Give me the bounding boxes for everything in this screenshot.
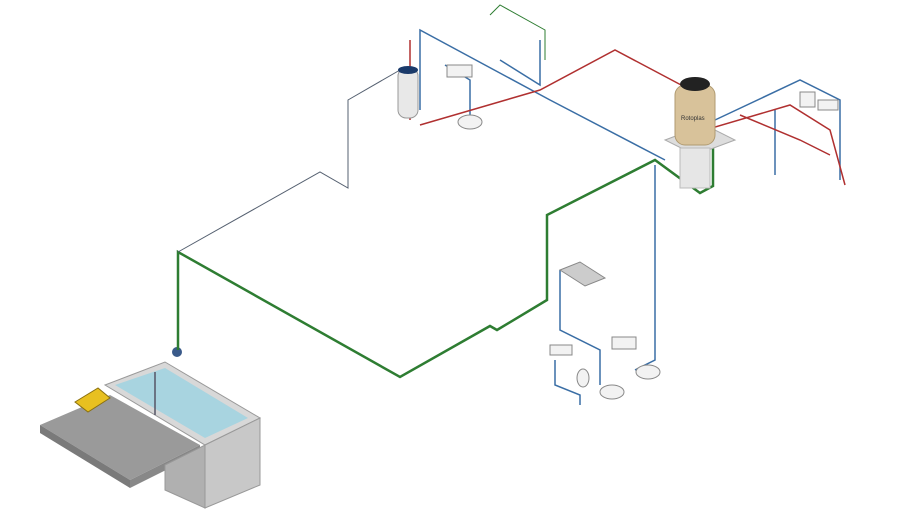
toilet [457,114,483,130]
water-heater [397,66,419,119]
concrete-slab [40,395,200,480]
sink [611,336,637,350]
shower-tray [558,261,607,287]
toilet [799,91,816,108]
hot-water-pipes [409,40,846,186]
tank-logo: Rotoplas [681,116,705,122]
urinal [576,368,590,388]
toilet [635,364,661,380]
elevated-water-tank: Rotoplas [663,77,737,189]
cistern-water [115,368,248,438]
supply-pipe-green [176,105,715,379]
fixtures [446,64,839,400]
sink [549,344,573,356]
sink [817,99,839,111]
toilet [599,384,625,400]
pump-line [177,69,401,253]
access-hatch [74,387,111,413]
vent-pipe [489,4,546,60]
pump [172,347,182,357]
sink [446,64,473,78]
cistern [40,347,262,509]
